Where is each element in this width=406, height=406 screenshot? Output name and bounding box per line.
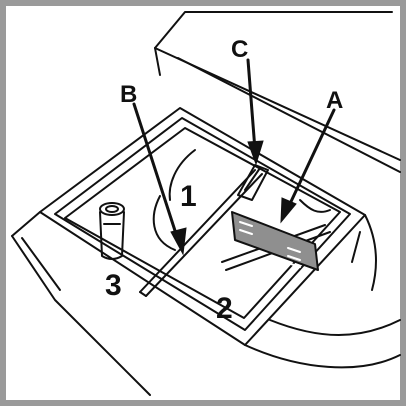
liquid-insert-a (231, 211, 319, 271)
arrow-a (286, 108, 336, 210)
label-c: C (231, 36, 248, 63)
insert-c (237, 164, 269, 201)
arrow-c (246, 58, 257, 152)
compartment-2-label: 2 (216, 292, 233, 325)
compartment-3-label: 3 (105, 269, 122, 302)
label-a: A (326, 87, 343, 114)
siphon-cap (99, 202, 125, 216)
label-b: B (120, 81, 137, 108)
compartment-1-label: 1 (180, 180, 197, 213)
divider-rail (139, 169, 256, 293)
machine-top-outline (154, 11, 393, 49)
drawer-front-lip (11, 235, 151, 396)
arrow-b (132, 102, 180, 242)
